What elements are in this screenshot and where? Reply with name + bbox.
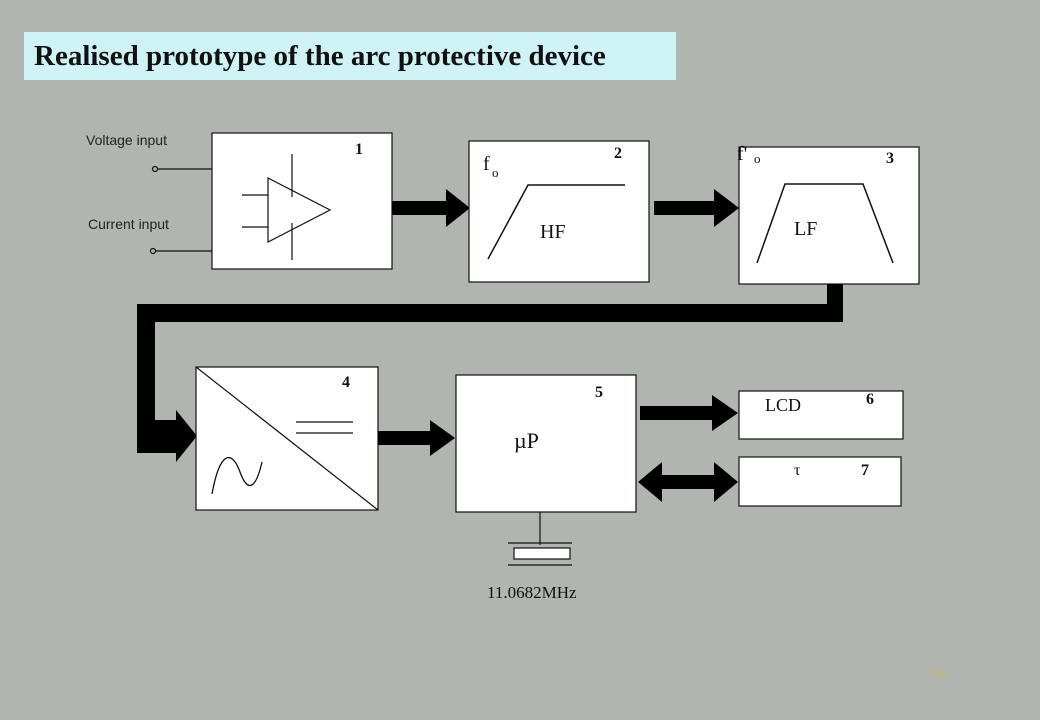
block-6-number: 6 [866,391,874,408]
crystal-frequency-label: 11.0682MHz [487,583,577,602]
block-1-amplifier: 1 [211,132,393,270]
block-5-number: 5 [595,384,603,401]
digital-lines-icon [296,421,353,434]
block-7-number: 7 [861,462,869,479]
block-7-name: τ [794,462,801,479]
sine-wave-icon [211,456,263,495]
page-number: 14 [930,664,946,681]
block-2-name: HF [540,221,566,243]
block-4-number: 4 [342,374,350,391]
arrow-1-to-2 [392,189,470,227]
block-2-freq-label: f [483,153,490,175]
block-3-freq-label: f' [737,143,747,165]
block-2-freq-sub: o [492,165,499,180]
block-7-timer: τ 7 [738,456,902,507]
amplifier-triangle-icon [267,177,332,243]
connector-3-to-4 [137,284,843,462]
block-4-adc: 4 [195,366,379,511]
block-3-number: 3 [886,150,894,167]
block-5-microprocessor: µP 5 [455,374,637,513]
arrow-5-to-6 [640,395,738,431]
crystal-oscillator-icon [508,512,572,566]
highpass-curve [487,184,625,260]
block-3-lf-filter: f' o LF 3 [737,143,920,285]
block-2-hf-filter: f o HF 2 [468,140,650,283]
title-banner: Realised prototype of the arc protective… [24,32,676,80]
bidirectional-arrow-5-7 [638,462,738,502]
block-5-name: µP [514,428,539,453]
current-input-label: Current input [88,216,169,232]
block-1-number: 1 [355,141,363,158]
lowpass-curve [756,183,894,264]
arrow-4-to-5 [378,420,455,456]
block-6-lcd: LCD 6 [738,390,904,440]
block-3-freq-sub: o [754,151,761,166]
voltage-input-label: Voltage input [86,132,167,148]
arrow-2-to-3 [654,189,739,227]
block-6-name: LCD [765,395,801,415]
input-terminals [149,165,212,255]
block-3-name: LF [794,218,817,240]
slide-title: Realised prototype of the arc protective… [34,40,606,72]
block-2-number: 2 [614,145,622,162]
